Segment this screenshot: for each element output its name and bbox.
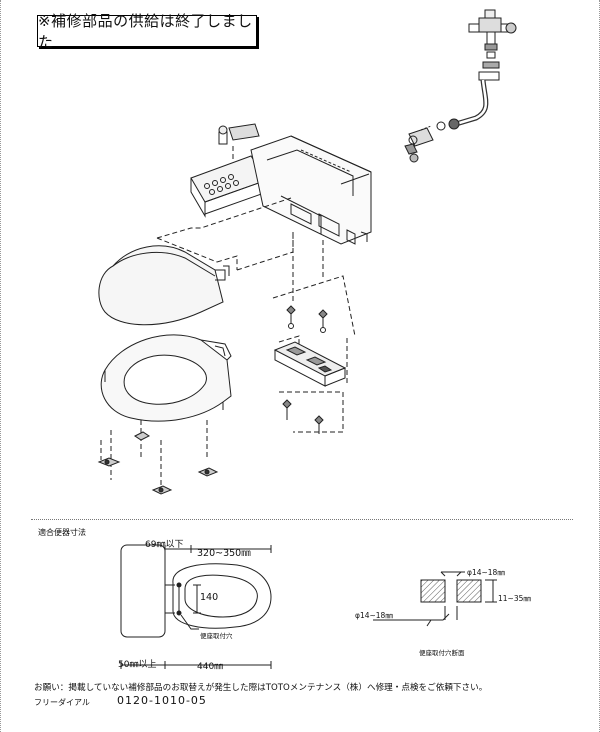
main-body-housing — [250, 135, 372, 245]
bowl-dimension-drawing — [120, 544, 272, 669]
discontinued-notice-text: ※補修部品の供給は終了しました — [38, 12, 253, 51]
dim-140: 140 — [200, 592, 219, 603]
dim-320-350mm: 320~350㎜ — [197, 548, 251, 559]
mounting-bolts-lower — [282, 399, 324, 434]
dim-hole-diameter-bottom: φ14~18㎜ — [355, 611, 393, 620]
mount-hole-label: 便座取付穴 — [200, 632, 233, 640]
side-control-panel — [190, 123, 268, 218]
water-supply-valve — [468, 9, 517, 81]
mounting-bolts-upper — [286, 305, 328, 333]
dim-69mm-max: 69㎜以下 — [145, 540, 184, 550]
mount-hole-cross-section — [373, 571, 497, 627]
base-mounting-plate — [273, 341, 347, 387]
seat-hinge-brackets — [97, 431, 219, 495]
freedial-number: 0120-1010-05 — [117, 694, 207, 707]
cross-section-caption: 便座取付穴断面 — [419, 649, 465, 657]
compatible-bowl-dimensions-title: 適合便器寸法 — [38, 528, 86, 537]
dim-hole-diameter-top: φ14~18㎜ — [467, 568, 505, 577]
freedial-label: フリーダイアル — [34, 698, 90, 707]
exploded-parts-illustration — [97, 9, 517, 495]
maintenance-request-note: お願い：掲載していない補修部品のお取替えが発生した際はTOTOメンテナンス（株）… — [34, 683, 488, 693]
dim-thickness-11-35mm: 11~35㎜ — [498, 594, 531, 603]
supply-hose — [404, 79, 489, 163]
dim-440mm: 440㎜ — [197, 662, 224, 672]
toilet-seat-ring — [100, 334, 232, 422]
seat-lid — [98, 245, 230, 326]
section-divider — [31, 519, 573, 520]
discontinued-notice: ※補修部品の供給は終了しました — [37, 12, 257, 51]
dim-50mm-min: 50㎜以上 — [118, 660, 157, 670]
